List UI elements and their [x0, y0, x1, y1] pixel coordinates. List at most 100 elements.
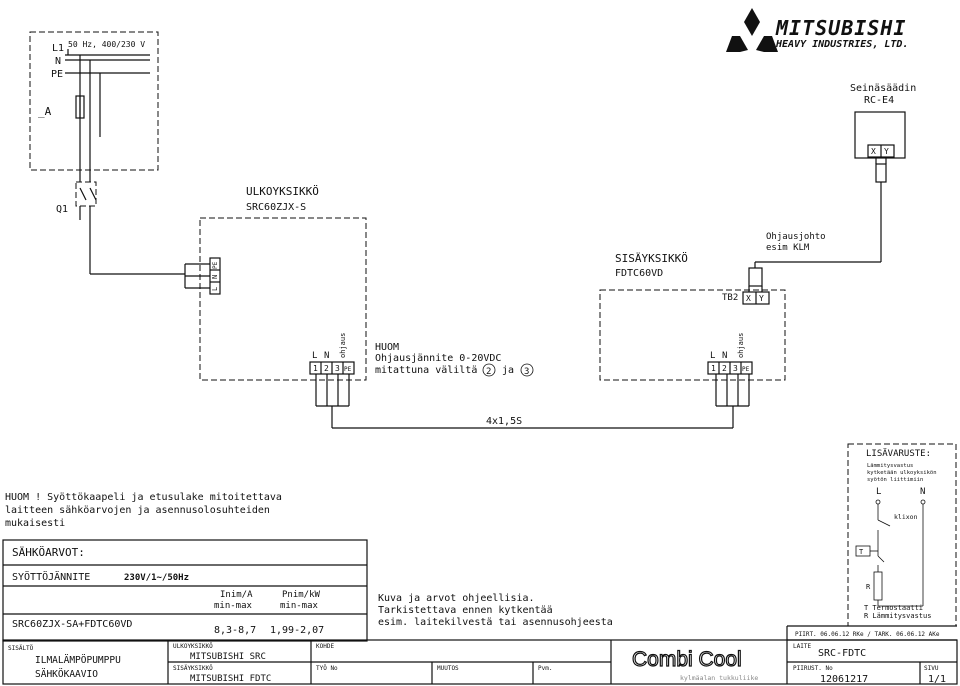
voltage-note-2: Ohjausjännite 0-20VDC	[375, 353, 501, 364]
acc-legend-r: R Lämmitysvastus	[864, 612, 931, 620]
wall-controller-box	[854, 111, 906, 159]
tb-sisalto-label: SISÄLTÖ	[8, 645, 34, 652]
acc-title: LISÄVARUSTE:	[866, 448, 931, 459]
supply-pe: PE	[51, 69, 63, 80]
indoor-unit-box	[599, 289, 786, 381]
supply-n: N	[55, 56, 61, 67]
acc-n: N	[920, 487, 925, 497]
ctrl-wire-1: Ohjausjohto	[766, 232, 826, 242]
supply-note-3: mukaisesti	[5, 518, 65, 529]
outdoor-term-pe: PE	[212, 261, 219, 269]
indoor-t2: 2	[722, 364, 727, 373]
outdoor-term-l: L	[211, 287, 219, 291]
tb-piirt: PIIRT. 06.06.12 RKe / TARK. 06.06.12 AKe	[795, 631, 940, 638]
elec-col1: Inim/A	[220, 590, 253, 600]
elec-inim: 8,3-8,7	[214, 625, 256, 636]
tb-tyo-no: TYÖ No	[316, 665, 338, 672]
supply-a: _A	[38, 105, 52, 118]
tb-outdoor-label: ULKOYKSIKKÖ	[173, 643, 213, 650]
supply-note-2: laitteen sähköarvojen ja asennusolosuhte…	[5, 505, 270, 516]
logo-line2: HEAVY INDUSTRIES, LTD.	[775, 39, 908, 50]
outdoor-unit-box	[199, 217, 367, 381]
outdoor-model: SRC60ZJX-S	[246, 202, 306, 213]
acc-r: R	[866, 583, 871, 591]
indoor-t3: 3	[733, 364, 738, 373]
disclaimer-2: Tarkistettava ennen kytkentää	[378, 605, 553, 616]
wall-ctrl-model: RC-E4	[864, 95, 894, 106]
tb-laite-label: LAITE	[793, 643, 811, 650]
outdoor-t3: 3	[335, 364, 340, 373]
indoor-y: Y	[759, 294, 764, 303]
supply-note-1: HUOM ! Syöttökaapeli ja etusulake mitoit…	[5, 492, 282, 503]
elec-col2-sub: min-max	[280, 601, 319, 611]
tb-piirust-value: 12061217	[820, 674, 868, 685]
outdoor-t2: 2	[324, 364, 329, 373]
ctrl-wire-2: esim KLM	[766, 243, 810, 253]
voltage-note-c3: 3	[524, 367, 529, 377]
elec-col2: Pnim/kW	[282, 590, 321, 600]
voltage-note-c2: 2	[486, 367, 491, 377]
tb-indoor-label: SISÄYKSIKKÖ	[173, 665, 213, 672]
elec-supply-label: SYÖTTÖJÄNNITE	[12, 570, 90, 583]
disclaimer-3: esim. laitekilvestä tai asennusohjeesta	[378, 617, 613, 628]
cable-spec: 4x1,5S	[486, 416, 522, 427]
acc-t: T	[859, 548, 864, 556]
acc-desc1: Lämmitysvastus	[867, 463, 913, 469]
tb-kohde: KOHDE	[316, 643, 334, 650]
voltage-note-ja: ja	[502, 365, 514, 376]
outdoor-l: L	[312, 351, 317, 361]
acc-klixon: klixon	[894, 513, 918, 521]
tb-piirust-label: PIIRUST. No	[793, 665, 833, 672]
indoor-t1: 1	[711, 364, 716, 373]
logo-line1: MITSUBISHI	[775, 16, 906, 40]
tb-sisalto2: SÄHKÖKAAVIO	[35, 669, 98, 680]
indoor-model: FDTC60VD	[615, 268, 663, 279]
acc-desc3: syötön liittimiin	[867, 477, 923, 483]
supply-l1: L1	[52, 43, 64, 54]
supply-spec: 50 Hz, 400/230 V	[68, 40, 145, 49]
tb-sivu-value: 1/1	[928, 674, 946, 685]
supply-panel	[29, 31, 159, 171]
acc-l: L	[876, 487, 881, 497]
tb-brand: Combi Cool	[632, 648, 742, 671]
wall-ctrl-y: Y	[884, 147, 889, 156]
elec-supply-value: 230V/1~/50Hz	[124, 573, 189, 583]
mitsubishi-logo: MITSUBISHI HEAVY INDUSTRIES, LTD.	[726, 8, 908, 52]
elec-title: SÄHKÖARVOT:	[12, 546, 85, 559]
accessory-panel: LISÄVARUSTE: Lämmitysvastus kytketään ul…	[847, 443, 957, 627]
outdoor-n: N	[324, 351, 329, 361]
outdoor-title: ULKOYKSIKKÖ	[246, 185, 319, 198]
outdoor-pe: PE	[344, 366, 352, 373]
indoor-l: L	[710, 351, 715, 361]
indoor-ohjaus: ohjaus	[737, 333, 745, 358]
switch-q1-label: Q1	[56, 204, 68, 215]
disclaimer-1: Kuva ja arvot ohjeellisia.	[378, 593, 535, 604]
tb-outdoor-value: MITSUBISHI SRC	[190, 652, 266, 662]
title-block: SISÄLTÖ ILMALÄMPÖPUMPPU SÄHKÖKAAVIO ULKO…	[2, 625, 958, 685]
elec-unit: SRC60ZJX-SA+FDTC60VD	[12, 619, 132, 630]
tb-muutos: MUUTOS	[437, 665, 459, 672]
main-switch-q1	[75, 181, 97, 207]
voltage-note-3: mitattuna väliltä	[375, 365, 477, 376]
wall-ctrl-x: X	[871, 147, 876, 156]
indoor-pe: PE	[742, 366, 750, 373]
acc-desc2: kytketään ulkoyksikön	[867, 470, 937, 476]
tb-brand-sub: kylmäalan tukkuliike	[680, 674, 758, 682]
tb-sisalto1: ILMALÄMPÖPUMPPU	[35, 655, 121, 666]
elec-col1-sub: min-max	[214, 601, 253, 611]
tb-indoor-value: MITSUBISHI FDTC	[190, 674, 271, 684]
indoor-x: X	[746, 294, 751, 303]
tb-pvm: Pvm.	[538, 665, 552, 672]
voltage-note-1: HUOM	[375, 342, 399, 353]
acc-legend-t: T Termostaatti	[864, 604, 923, 612]
indoor-title: SISÄYKSIKKÖ	[615, 252, 688, 265]
wall-ctrl-title: Seinäsäädin	[850, 83, 916, 94]
indoor-tb2: TB2	[722, 293, 738, 303]
tb-sivu-label: SIVU	[924, 665, 939, 672]
outdoor-ohjaus: ohjaus	[339, 333, 347, 358]
indoor-n: N	[722, 351, 727, 361]
outdoor-term-n: N	[211, 275, 219, 279]
outdoor-t1: 1	[313, 364, 318, 373]
electrical-values-table: SÄHKÖARVOT: SYÖTTÖJÄNNITE 230V/1~/50Hz I…	[2, 539, 368, 642]
